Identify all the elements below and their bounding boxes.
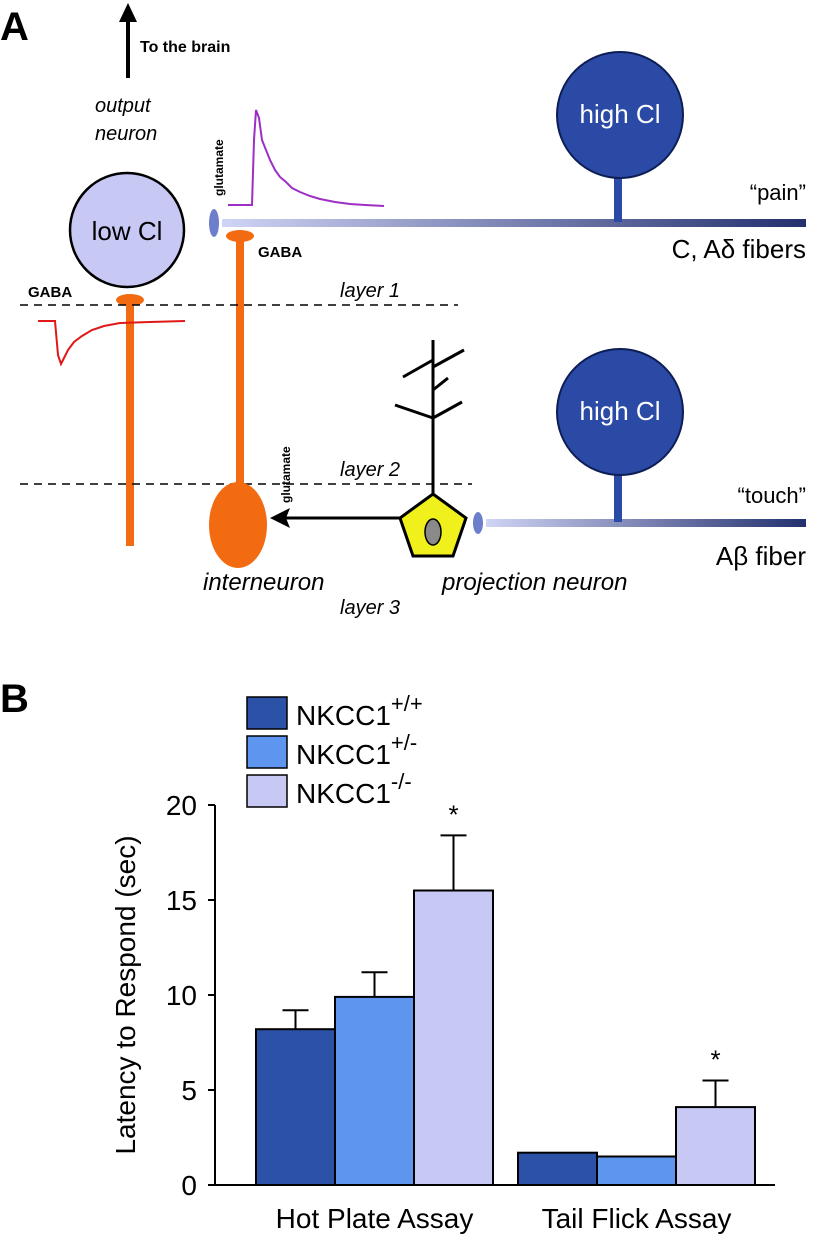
- layer2-label: layer 2: [340, 459, 400, 481]
- output-neuron-cell: [68, 171, 186, 289]
- pain-label: “pain”: [750, 180, 806, 205]
- high-cl-bottom-stalk: [614, 440, 622, 522]
- gaba-right-label: GABA: [258, 244, 302, 261]
- legend-name: NKCC1: [296, 739, 391, 770]
- output-neuron-label-2: neuron: [95, 123, 157, 145]
- chart-legend: NKCC1+/+NKCC1+/-NKCC1-/-: [246, 691, 423, 809]
- significance-marker: *: [448, 799, 458, 829]
- glutamate-terminal-mid: [270, 508, 290, 528]
- interneuron-label: interneuron: [203, 569, 324, 596]
- legend-label: NKCC1+/-: [296, 730, 417, 770]
- epsp-trace: [228, 109, 385, 207]
- legend-swatch: [246, 774, 288, 808]
- panel-b-letter: B: [0, 677, 29, 721]
- c-fibers-label: C, Aδ fibers: [672, 234, 806, 264]
- panel-b: B NKCC1+/+NKCC1+/-NKCC1-/- 05101520Laten…: [0, 677, 775, 1234]
- high-cl-top-stalk: [614, 140, 622, 222]
- to-brain-arrowhead: [119, 3, 137, 22]
- y-tick-label: 5: [181, 1075, 197, 1106]
- category-label: Tail Flick Assay: [542, 1203, 732, 1234]
- legend-name: NKCC1: [296, 700, 391, 731]
- legend-swatch: [246, 735, 288, 769]
- y-tick-label: 10: [166, 980, 197, 1011]
- layer3-label: layer 3: [340, 597, 400, 619]
- ipsp-trace: [38, 320, 186, 367]
- bar: [334, 995, 415, 1187]
- left-orange-axon: [126, 302, 134, 546]
- abeta-fiber-axon: [486, 519, 806, 527]
- panel-a: A To the brain output neuron low Cl glut…: [0, 3, 806, 619]
- bar: [596, 1155, 677, 1186]
- bar: [517, 1151, 598, 1186]
- legend-name: NKCC1: [296, 778, 391, 809]
- projection-neuron-nucleus: [424, 518, 442, 546]
- glutamate-top-label: glutamate: [212, 139, 226, 196]
- c-fiber-axon: [222, 219, 806, 227]
- category-label: Hot Plate Assay: [276, 1203, 474, 1234]
- touch-label: “touch”: [738, 483, 806, 508]
- y-axis-label: Latency to Respond (sec): [110, 835, 141, 1154]
- legend-label: NKCC1-/-: [296, 769, 412, 809]
- significance-marker: *: [710, 1045, 720, 1075]
- glutamate-mid-label: glutamate: [279, 446, 293, 503]
- bar: [413, 889, 494, 1186]
- gaba-terminal-right: [226, 230, 254, 242]
- glutamate-terminal-top: [209, 209, 219, 237]
- y-tick-label: 0: [181, 1170, 197, 1201]
- abeta-label: Aβ fiber: [716, 541, 806, 571]
- projection-neuron-dendrites: [394, 340, 465, 495]
- interneuron-axon-up: [236, 238, 244, 486]
- panel-a-letter: A: [0, 5, 29, 49]
- y-tick-label: 20: [166, 790, 197, 821]
- legend-superscript: +/-: [391, 730, 417, 755]
- legend-swatch: [246, 696, 288, 730]
- to-brain-label: To the brain: [140, 39, 230, 56]
- gaba-terminal-left: [116, 294, 144, 306]
- bar: [255, 1028, 336, 1186]
- legend-label: NKCC1+/+: [296, 691, 423, 731]
- interneuron-cell: [209, 482, 267, 568]
- layer1-label: layer 1: [340, 280, 400, 302]
- high-cl-bottom-label: high Cl: [580, 396, 661, 426]
- y-tick-label: 15: [166, 885, 197, 916]
- gaba-left-label: GABA: [28, 284, 72, 301]
- projection-neuron-label: projection neuron: [441, 569, 627, 596]
- high-cl-bottom-cell: [556, 348, 684, 476]
- abeta-terminal: [473, 512, 483, 534]
- legend-superscript: +/+: [391, 691, 423, 716]
- output-neuron-label-1: output: [95, 95, 152, 117]
- low-cl-label: low Cl: [92, 216, 163, 246]
- high-cl-top-cell: [556, 51, 684, 179]
- high-cl-top-label: high Cl: [580, 99, 661, 129]
- legend-superscript: -/-: [391, 769, 412, 794]
- bar: [675, 1106, 756, 1186]
